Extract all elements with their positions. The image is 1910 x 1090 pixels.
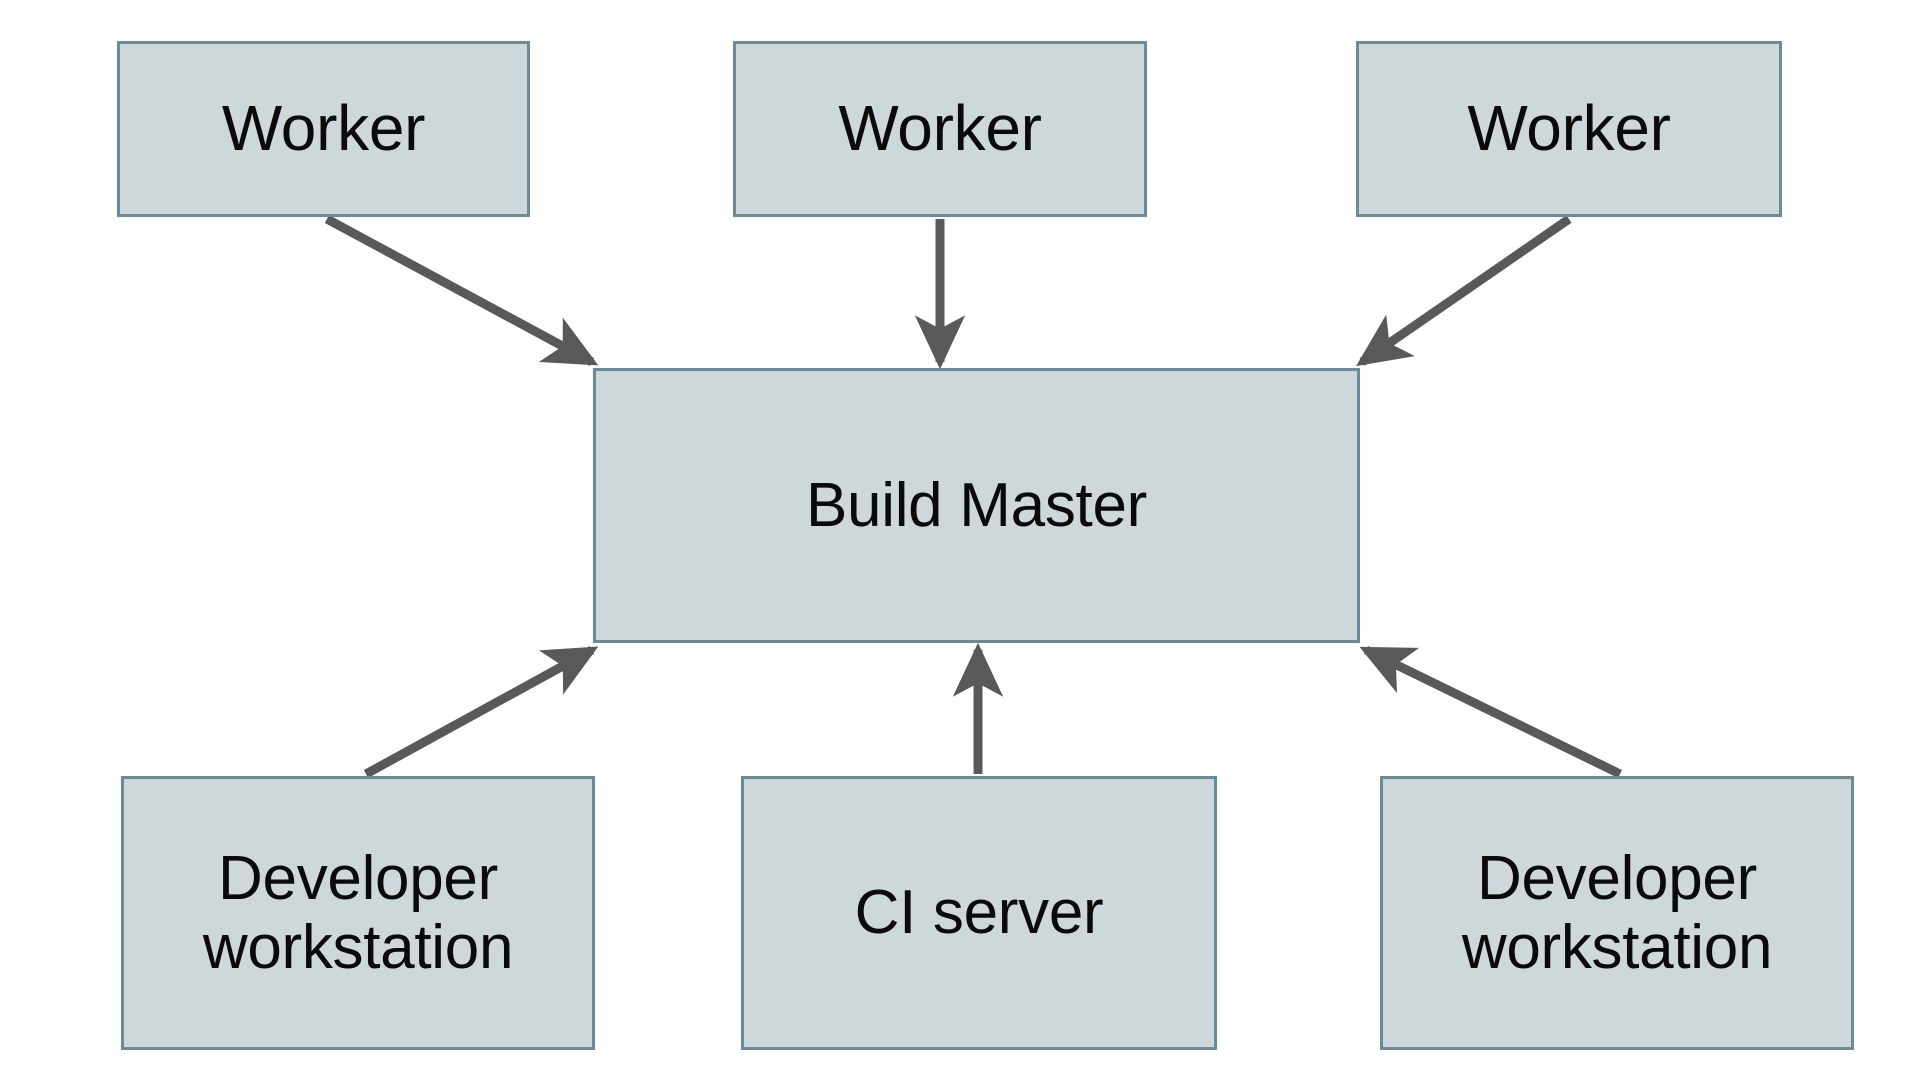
node-worker-1-label: Worker — [221, 92, 426, 165]
node-worker-3[interactable]: Worker — [1356, 41, 1782, 217]
node-developer-workstation-1[interactable]: Developer workstation — [121, 776, 595, 1050]
node-developer-workstation-2[interactable]: Developer workstation — [1380, 776, 1854, 1050]
node-build-master[interactable]: Build Master — [593, 368, 1360, 643]
edge-dev2-to-master — [1359, 645, 1622, 779]
node-ci-server[interactable]: CI server — [741, 776, 1217, 1050]
node-developer-workstation-1-label: Developer workstation — [202, 843, 514, 982]
node-worker-2[interactable]: Worker — [733, 41, 1147, 217]
node-ci-server-label: CI server — [854, 878, 1104, 948]
node-worker-2-label: Worker — [838, 92, 1042, 165]
node-worker-3-label: Worker — [1467, 92, 1671, 165]
edge-dev1-to-master — [363, 646, 599, 778]
edge-worker1-to-master — [324, 215, 599, 366]
edge-worker3-to-master — [1356, 215, 1572, 367]
node-build-master-label: Build Master — [806, 470, 1147, 540]
node-developer-workstation-2-label: Developer workstation — [1461, 843, 1773, 982]
node-worker-1[interactable]: Worker — [117, 41, 530, 217]
